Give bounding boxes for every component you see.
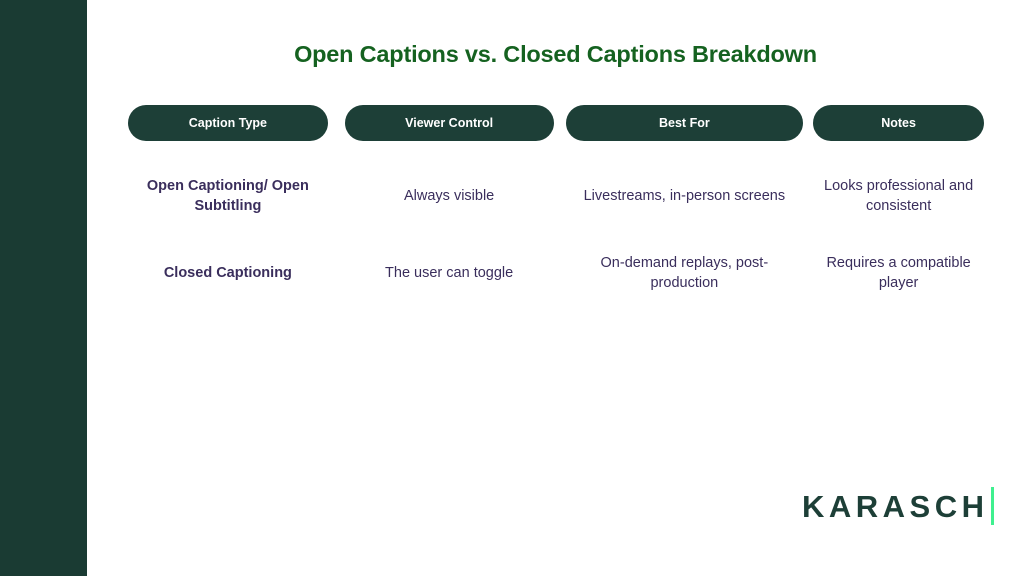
brand-logo: KARASCH [802,487,994,525]
cell-caption-type: Open Captioning/ Open Subtitling [146,178,309,214]
decorative-left-band [0,0,87,576]
comparison-table: Caption Type Viewer Control Best For Not… [128,105,984,298]
logo-wordmark: KARASCH [802,488,989,524]
table-header-best-for: Best For [565,105,804,141]
cell-viewer-control: The user can toggle [385,265,514,282]
cell-notes: Requires a compatible player [826,255,971,291]
page-title: Open Captions vs. Closed Captions Breakd… [294,41,817,67]
header-gap [554,105,566,141]
header-gap [328,105,345,141]
cell-best-for: On-demand replays, post-production [600,255,769,291]
table-header-notes: Notes [813,105,984,141]
cell-notes: Looks professional and consistent [824,178,974,214]
header-gap [803,105,813,141]
logo-accent-bar-icon [990,487,994,525]
table-header-viewer-control: Viewer Control [344,105,554,141]
table-row: Open Captioning/ Open Subtitling Always … [128,166,984,228]
cell-viewer-control: Always visible [404,188,495,205]
cell-caption-type: Closed Captioning [163,265,292,282]
table-header-caption-type: Caption Type [128,105,328,141]
table-row: Closed Captioning The user can toggle On… [128,250,984,298]
cell-best-for: Livestreams, in-person screens [583,188,786,205]
table-header-row: Caption Type Viewer Control Best For Not… [128,105,984,141]
slide-content-area: Open Captions vs. Closed Captions Breakd… [87,0,1024,576]
